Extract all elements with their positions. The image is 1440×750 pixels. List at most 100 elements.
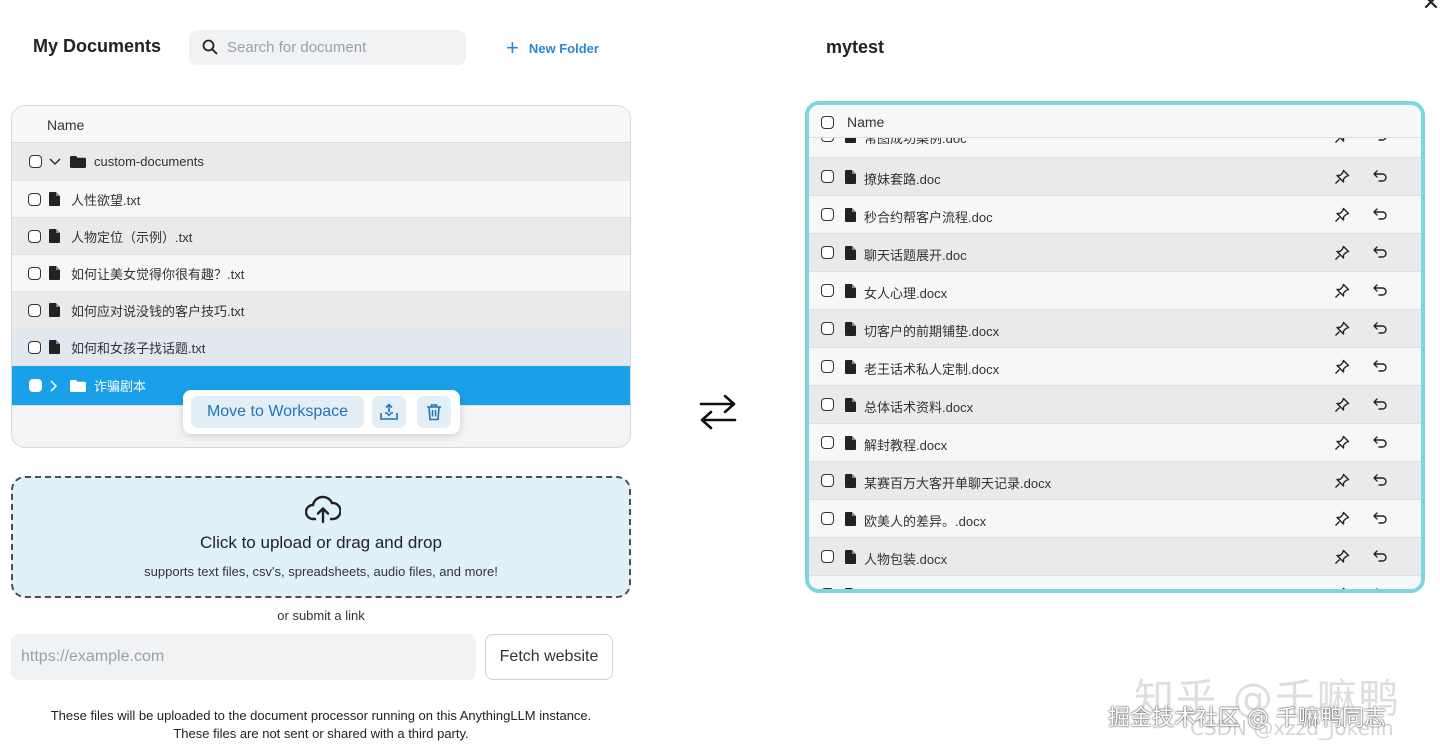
url-input[interactable] xyxy=(11,634,476,680)
upload-dropzone[interactable]: Click to upload or drag and drop support… xyxy=(11,476,631,598)
document-icon xyxy=(49,340,60,354)
file-row[interactable]: 如何让美女觉得你很有趣？.txt xyxy=(12,255,630,292)
workspace-title: mytest xyxy=(826,37,885,57)
document-icon xyxy=(845,360,856,374)
row-checkbox[interactable] xyxy=(821,284,834,297)
close-icon[interactable]: ✕ xyxy=(1421,0,1440,15)
chevron-down-icon[interactable] xyxy=(49,157,61,166)
folder-row[interactable]: custom-documents xyxy=(12,143,630,181)
remove-from-workspace-icon[interactable] xyxy=(1372,359,1388,375)
chevron-right-icon[interactable] xyxy=(50,379,58,392)
remove-from-workspace-icon[interactable] xyxy=(1372,283,1388,299)
list-header: Name xyxy=(12,106,630,143)
row-checkbox[interactable] xyxy=(28,340,41,354)
move-to-folder-button[interactable] xyxy=(372,396,406,428)
pin-icon[interactable] xyxy=(1334,359,1350,375)
workspace-file-row[interactable]: 人物包装.docx xyxy=(809,538,1421,576)
row-checkbox[interactable] xyxy=(28,303,41,317)
file-row[interactable]: 如何应对说没钱的客户技巧.txt xyxy=(12,292,630,329)
row-label: 人物定位（示例）.txt xyxy=(71,229,193,245)
row-label: 女人心理.docx xyxy=(864,286,948,301)
pin-icon[interactable] xyxy=(1334,169,1350,185)
folder-icon xyxy=(70,379,86,392)
select-all-checkbox[interactable] xyxy=(821,116,834,129)
column-name-header: Name xyxy=(847,114,885,130)
row-checkbox[interactable] xyxy=(821,322,834,335)
row-checkbox[interactable] xyxy=(821,170,834,183)
document-icon xyxy=(845,208,856,222)
remove-from-workspace-icon[interactable] xyxy=(1372,549,1388,565)
remove-from-workspace-icon[interactable] xyxy=(1372,397,1388,413)
remove-from-workspace-icon[interactable] xyxy=(1372,587,1388,589)
row-checkbox[interactable] xyxy=(821,550,834,563)
remove-from-workspace-icon[interactable] xyxy=(1372,435,1388,451)
workspace-file-row[interactable]: 女人心理.docx xyxy=(809,272,1421,310)
move-to-workspace-button[interactable]: Move to Workspace xyxy=(191,396,364,428)
file-row[interactable]: 人物定位（示例）.txt xyxy=(12,218,630,255)
remove-from-workspace-icon[interactable] xyxy=(1372,511,1388,527)
row-checkbox[interactable] xyxy=(821,436,834,449)
row-checkbox[interactable] xyxy=(821,588,834,589)
workspace-file-row[interactable]: 秒合约帮客户流程.doc xyxy=(809,196,1421,234)
workspace-file-row[interactable]: 聊天话题展开.doc xyxy=(809,234,1421,272)
document-icon xyxy=(49,303,60,317)
remove-from-workspace-icon[interactable] xyxy=(1372,321,1388,337)
row-checkbox[interactable] xyxy=(821,398,834,411)
row-checkbox[interactable] xyxy=(28,192,41,206)
row-checkbox[interactable] xyxy=(821,208,834,221)
fetch-website-button[interactable]: Fetch website xyxy=(485,634,613,680)
list-header: Name xyxy=(809,105,1421,138)
workspace-file-row[interactable]: 解封教程.docx xyxy=(809,424,1421,462)
row-label: custom-documents xyxy=(94,154,204,169)
workspace-file-row[interactable]: 切客户的前期铺垫.docx xyxy=(809,310,1421,348)
row-checkbox[interactable] xyxy=(29,155,42,168)
pin-icon[interactable] xyxy=(1334,283,1350,299)
watermark-csdn: CSDN @xzzd_jokelin xyxy=(1190,716,1394,740)
pin-icon[interactable] xyxy=(1334,245,1350,261)
remove-from-workspace-icon[interactable] xyxy=(1372,207,1388,223)
row-label: 解封教程.docx xyxy=(864,438,948,453)
row-checkbox[interactable] xyxy=(821,512,834,525)
search-box[interactable] xyxy=(189,30,466,65)
pin-icon[interactable] xyxy=(1334,321,1350,337)
search-input[interactable] xyxy=(227,30,457,65)
row-checkbox[interactable] xyxy=(821,474,834,487)
row-label: 聊天话题展开.doc xyxy=(864,248,967,263)
document-icon xyxy=(845,246,856,260)
note-line-1: These files will be uploaded to the docu… xyxy=(50,708,592,723)
workspace-file-row[interactable]: 撩妹套路.doc xyxy=(809,158,1421,196)
pin-icon[interactable] xyxy=(1334,207,1350,223)
pin-icon[interactable] xyxy=(1334,511,1350,527)
row-checkbox[interactable] xyxy=(28,266,41,280)
row-label: 人性欲望.txt xyxy=(71,192,141,208)
workspace-file-row[interactable]: 某赛百万大客开单聊天记录.docx xyxy=(809,462,1421,500)
row-checkbox[interactable] xyxy=(29,379,42,392)
trash-icon xyxy=(427,404,441,421)
folder-icon xyxy=(70,155,86,168)
row-checkbox[interactable] xyxy=(28,229,41,243)
pin-icon[interactable] xyxy=(1334,473,1350,489)
pin-icon[interactable] xyxy=(1334,587,1350,589)
workspace-file-row[interactable] xyxy=(809,576,1421,589)
workspace-file-row[interactable]: 总体话术资料.docx xyxy=(809,386,1421,424)
document-icon xyxy=(49,229,60,243)
pin-icon[interactable] xyxy=(1334,435,1350,451)
document-icon xyxy=(845,588,853,589)
workspace-file-row[interactable]: 老王话术私人定制.docx xyxy=(809,348,1421,386)
workspace-file-row[interactable]: 常图成功案例.doc xyxy=(809,128,1421,158)
remove-from-workspace-icon[interactable] xyxy=(1372,473,1388,489)
watermark-juejin: 掘金技术社区 @ 千嘛鸭同志 xyxy=(1108,706,1386,731)
pin-icon[interactable] xyxy=(1334,549,1350,565)
pin-icon[interactable] xyxy=(1334,397,1350,413)
remove-from-workspace-icon[interactable] xyxy=(1372,245,1388,261)
file-row[interactable]: 如何和女孩子找话题.txt xyxy=(12,329,630,366)
workspace-file-row[interactable]: 欧美人的差异。.docx xyxy=(809,500,1421,538)
row-checkbox[interactable] xyxy=(821,246,834,259)
remove-from-workspace-icon[interactable] xyxy=(1372,169,1388,185)
upload-title: Click to upload or drag and drop xyxy=(200,533,442,552)
row-checkbox[interactable] xyxy=(821,360,834,373)
new-folder-button[interactable]: + New Folder xyxy=(506,36,599,60)
delete-button[interactable] xyxy=(417,396,451,428)
file-row[interactable]: 人性欲望.txt xyxy=(12,181,630,218)
